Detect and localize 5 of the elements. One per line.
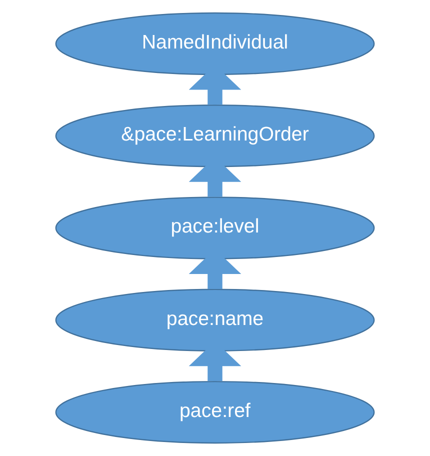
node-ellipse: &pace:LearningOrder [55,104,375,168]
node-ellipse: NamedIndividual [55,12,375,76]
node-ellipse: pace:name [55,288,375,352]
node-ellipse: pace:ref [55,380,375,444]
node-ellipse: pace:level [55,196,375,260]
